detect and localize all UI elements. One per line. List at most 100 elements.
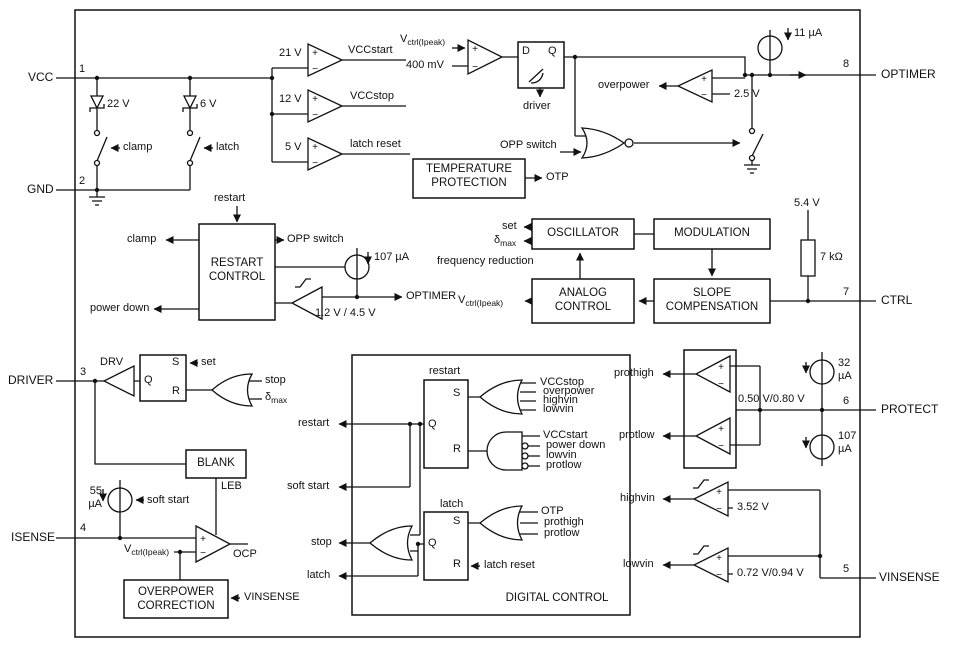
- or-gate-restart-set: [478, 379, 524, 415]
- input-bubble: [521, 462, 529, 470]
- or-gate-stop-drv: [211, 373, 254, 407]
- current-55ua-label: 55 µA: [88, 485, 102, 510]
- net-restart-in-label: restart: [214, 192, 246, 204]
- pin-number-7: 7: [843, 286, 850, 298]
- latch-switch-label: latch: [216, 141, 240, 153]
- zener-6v-icon: [182, 95, 198, 110]
- net-set-label: set: [502, 220, 517, 232]
- overpower-correction-label: OVERPOWER CORRECTION: [137, 586, 215, 612]
- minus-sign: −: [718, 379, 724, 390]
- pin-number-1: 1: [79, 63, 86, 75]
- net-leb-label: LEB: [221, 480, 242, 492]
- latch-latch-q: Q: [428, 537, 437, 549]
- net-dc-vccstop-label: VCCstop: [540, 376, 585, 388]
- pin-number-5: 5: [843, 563, 850, 575]
- opp-switch-icon: [748, 127, 756, 135]
- net-dmax-drv-label: δmax: [265, 391, 288, 406]
- wires-middle: [275, 210, 876, 304]
- minus-sign: −: [200, 548, 206, 559]
- ref-3v52-label: 3.52 V: [737, 501, 769, 513]
- comparator-optimer: [290, 285, 323, 321]
- driver-sr-latch-box: [139, 354, 187, 402]
- restart-latch-s: S: [453, 387, 461, 399]
- pin-label-protect: PROTECT: [881, 402, 939, 416]
- current-107ua-label: 107 µA: [374, 251, 410, 263]
- wires-right: [684, 352, 876, 579]
- net-ocp-label: OCP: [233, 548, 257, 560]
- overpower-correction-box: [123, 579, 229, 619]
- ref-2v5-label: 2.5 V: [734, 88, 760, 100]
- plus-sign: +: [472, 44, 478, 55]
- net-dc-overpower-label: overpower: [543, 385, 595, 397]
- ref-21v-label: 21 V: [279, 47, 302, 59]
- ref-1v2-4v5-label: 1.2 V / 4.5 V: [315, 307, 376, 319]
- net-otp-label: OTP: [546, 171, 569, 183]
- net-vccstart-label: VCCstart: [348, 44, 393, 56]
- net-dc-vccstart-label: VCCstart: [543, 429, 588, 441]
- latch-latch-title: latch: [440, 498, 464, 510]
- latch-sr-latch-box: [423, 511, 469, 581]
- net-power-down-label: power down: [90, 302, 150, 314]
- dff-d: D: [522, 45, 530, 57]
- plus-sign: +: [718, 424, 724, 435]
- restart-control-label: RESTART CONTROL: [208, 257, 266, 283]
- plus-sign: +: [312, 48, 318, 59]
- net-dmax-label: δmax: [494, 234, 517, 249]
- plus-sign: +: [716, 487, 722, 498]
- latch-switch-icon: [186, 129, 194, 137]
- net-optimer-label: OPTIMER: [406, 290, 457, 302]
- net-dc-otp-label: OTP: [541, 505, 564, 517]
- net-soft-start-in-label: soft start: [147, 494, 190, 506]
- drv-latch-q: Q: [144, 374, 153, 386]
- comparator-vccstop: [307, 88, 344, 124]
- ref-0v72-0v94-label: 0.72 V/0.94 V: [737, 567, 804, 579]
- driver-edge-symbol-icon: [528, 68, 544, 84]
- nor-gate-opp: [580, 127, 626, 159]
- net-lowvin-label: lowvin: [623, 558, 654, 570]
- pin-number-2: 2: [79, 175, 86, 187]
- dff-q: Q: [548, 45, 557, 57]
- net-dc-prothigh-label: prothigh: [544, 516, 584, 528]
- ref-12v-label: 12 V: [279, 93, 302, 105]
- net-dc-protlow-label: protlow: [546, 459, 582, 471]
- net-latch-reset-in-label: latch reset: [484, 559, 535, 571]
- restart-latch-r: R: [453, 443, 461, 455]
- pin-label-ctrl: CTRL: [881, 293, 913, 307]
- net-prothigh-label: prothigh: [614, 367, 654, 379]
- modulation-label: MODULATION: [674, 227, 750, 239]
- net-vccstop-label: VCCstop: [350, 90, 395, 102]
- net-frequency-reduction-label: frequency reduction: [437, 255, 534, 267]
- wires-top-left: [56, 30, 876, 206]
- analog-control-box: [531, 278, 635, 324]
- nor-gate-bubble: [624, 138, 634, 148]
- pin-label-vinsense: VINSENSE: [879, 570, 940, 584]
- comparator-overpower: [676, 68, 713, 104]
- net-latch-reset-label: latch reset: [350, 138, 401, 150]
- pin-label-vcc: VCC: [28, 70, 54, 84]
- resistor-7k-label: 7 kΩ: [820, 251, 843, 263]
- plus-sign: +: [718, 362, 724, 373]
- net-highvin-label: highvin: [620, 492, 655, 504]
- ref-0v5-0v8-label: 0.50 V/0.80 V: [738, 393, 805, 405]
- drv-latch-r: R: [172, 385, 180, 397]
- and-gate-restart-reset: [486, 431, 523, 471]
- comparator-vctrl: [467, 38, 504, 76]
- comparator-lowvin: [692, 546, 729, 584]
- ref-400mv-label: 400 mV: [406, 59, 444, 71]
- or-gate-latch-set: [478, 505, 524, 541]
- restart-control-box: [198, 223, 276, 321]
- current-32ua-label: 32 µA: [838, 357, 852, 382]
- drv-label: DRV: [100, 356, 124, 368]
- minus-sign: −: [718, 441, 724, 452]
- minus-sign: −: [312, 110, 318, 121]
- junction-dots: [92, 54, 825, 559]
- net-clamp-out-label: clamp: [127, 233, 157, 245]
- temperature-protection-box: [412, 158, 526, 199]
- opp-switch-icon: [748, 154, 756, 162]
- comparator-latch-reset: [307, 136, 344, 172]
- pin-label-isense: ISENSE: [11, 530, 56, 544]
- current-107ua-right-label: 107 µA: [838, 430, 857, 455]
- net-stop-out-label: stop: [311, 536, 332, 548]
- arrow-wires: [99, 28, 810, 602]
- pin-number-4: 4: [80, 522, 87, 534]
